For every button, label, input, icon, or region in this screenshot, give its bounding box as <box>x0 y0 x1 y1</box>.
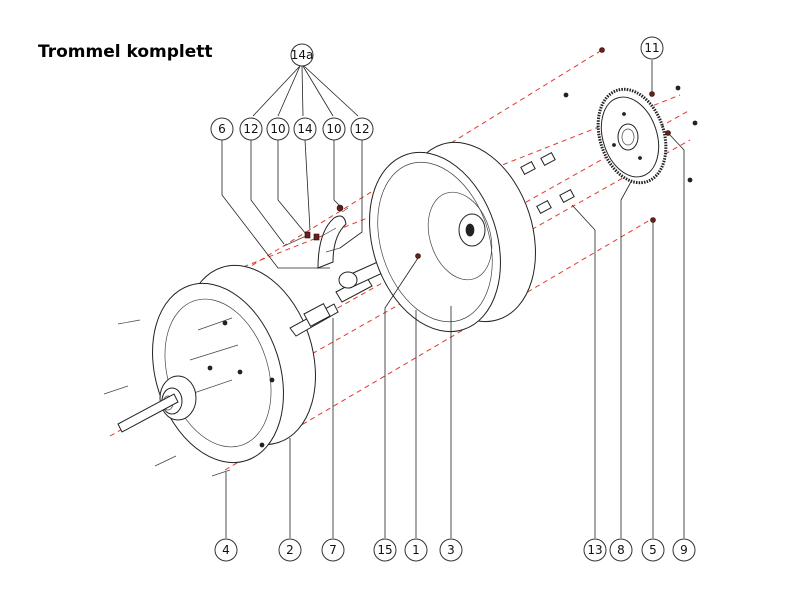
callout-1: 1 <box>404 538 428 562</box>
callout-15: 15 <box>373 538 397 562</box>
callout-7-label: 7 <box>329 543 337 557</box>
callout-10-right-label: 10 <box>326 122 341 136</box>
callout-13-label: 13 <box>587 543 602 557</box>
callout-14a: 14a <box>290 43 314 67</box>
callout-5-label: 5 <box>649 543 657 557</box>
callout-14-label: 14 <box>297 122 312 136</box>
callout-4: 4 <box>214 538 238 562</box>
callout-6: 6 <box>210 117 234 141</box>
diagram-title: Trommel komplett <box>38 42 213 62</box>
callout-13: 13 <box>583 538 607 562</box>
callout-1-label: 1 <box>412 543 420 557</box>
spacer-bolts <box>520 151 575 215</box>
callout-7: 7 <box>321 538 345 562</box>
front-drum <box>369 141 536 333</box>
callout-2-label: 2 <box>286 543 294 557</box>
callout-14: 14 <box>293 117 317 141</box>
callout-12-right: 12 <box>350 117 374 141</box>
callout-14a-label: 14a <box>291 48 314 62</box>
bracket-assembly <box>283 204 349 269</box>
gear-wheel <box>596 87 668 185</box>
callout-12-right-label: 12 <box>354 122 369 136</box>
callout-2: 2 <box>278 538 302 562</box>
callout-15-label: 15 <box>377 543 392 557</box>
callout-12-left: 12 <box>239 117 263 141</box>
rear-drum <box>152 264 316 464</box>
callout-10-right: 10 <box>322 117 346 141</box>
callout-8: 8 <box>609 538 633 562</box>
callout-11-label: 11 <box>644 41 659 55</box>
callout-5: 5 <box>641 538 665 562</box>
callout-9: 9 <box>672 538 696 562</box>
callout-3-label: 3 <box>447 543 455 557</box>
callout-9-label: 9 <box>680 543 688 557</box>
callout-10-left: 10 <box>266 117 290 141</box>
assembly-line-top <box>159 49 603 323</box>
callout-3: 3 <box>439 538 463 562</box>
callout-4-label: 4 <box>222 543 230 557</box>
callout-8-label: 8 <box>617 543 625 557</box>
callout-12-left-label: 12 <box>243 122 258 136</box>
leader-lines <box>221 60 685 538</box>
callout-11: 11 <box>640 36 664 60</box>
callout-10-left-label: 10 <box>270 122 285 136</box>
callout-6-label: 6 <box>218 122 226 136</box>
